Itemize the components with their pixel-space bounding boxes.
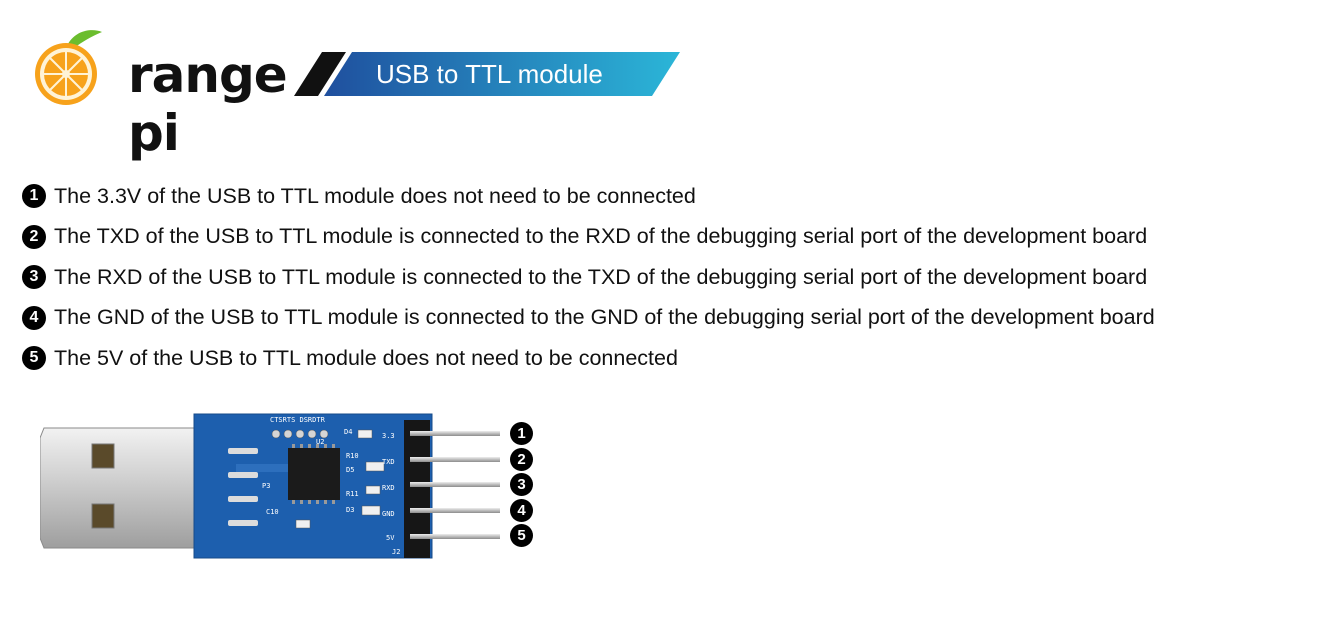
pin-callouts: 1 2 3 4 5	[510, 421, 533, 549]
number-badge: 3	[510, 473, 533, 497]
silkscreen-label: R10	[346, 452, 359, 460]
silkscreen-label: C10	[266, 508, 279, 516]
ic-chip	[288, 448, 340, 500]
number-badge: 4	[510, 498, 533, 522]
silkscreen-pin-label: 5V	[386, 534, 395, 542]
instruction-item: 1 The 3.3V of the USB to TTL module does…	[22, 176, 1155, 217]
instruction-text: The 3.3V of the USB to TTL module does n…	[54, 183, 696, 208]
title-banner	[294, 52, 680, 96]
pcb-board	[193, 413, 433, 559]
silkscreen-label: J2	[392, 548, 400, 556]
silkscreen-pin-label: 3.3	[382, 432, 395, 440]
banner-title: USB to TTL module	[376, 59, 603, 89]
header-pins	[410, 431, 500, 539]
instruction-text: The TXD of the USB to TTL module is conn…	[54, 224, 1148, 249]
silkscreen-label: D3	[346, 506, 354, 514]
number-badge: 5	[22, 346, 46, 371]
number-badge: 4	[22, 305, 46, 330]
pin-callout: 3	[510, 472, 533, 498]
pin-instructions: 1 The 3.3V of the USB to TTL module does…	[22, 176, 1155, 379]
instruction-item: 2 The TXD of the USB to TTL module is co…	[22, 217, 1155, 258]
instruction-item: 4 The GND of the USB to TTL module is co…	[22, 298, 1155, 339]
number-badge: 1	[510, 422, 533, 446]
silkscreen-label: R11	[346, 490, 359, 498]
usb-ttl-module-illustration: CTSRTS DSRDTR 3.3 TXD RXD GND 5V R10 R11…	[40, 413, 500, 559]
pin-callout: 1	[510, 421, 533, 447]
pin-callout: 4	[510, 498, 533, 524]
silkscreen-label: U2	[316, 438, 324, 446]
instruction-item: 5 The 5V of the USB to TTL module does n…	[22, 338, 1155, 379]
silkscreen-label: P3	[262, 482, 270, 490]
number-badge: 2	[22, 224, 46, 249]
silkscreen-label: CTSRTS DSRDTR	[270, 416, 326, 424]
instruction-item: 3 The RXD of the USB to TTL module is co…	[22, 257, 1155, 298]
instruction-text: The RXD of the USB to TTL module is conn…	[54, 264, 1148, 289]
number-badge: 5	[510, 524, 533, 548]
silkscreen-label: D4	[344, 428, 352, 436]
pin-callout: 2	[510, 447, 533, 473]
pin-callout: 5	[510, 523, 533, 549]
number-badge: 3	[22, 265, 46, 290]
instruction-text: The 5V of the USB to TTL module does not…	[54, 345, 678, 370]
logo-text: range pi	[128, 46, 288, 162]
silkscreen-pin-label: GND	[382, 510, 395, 518]
number-badge: 2	[510, 447, 533, 471]
silkscreen-pin-label: RXD	[382, 484, 395, 492]
silkscreen-pin-label: TXD	[382, 458, 395, 466]
orange-pi-logo: range pi	[30, 26, 288, 162]
silkscreen-label: D5	[346, 466, 354, 474]
usb-solder-pins	[228, 448, 258, 526]
instruction-text: The GND of the USB to TTL module is conn…	[54, 305, 1155, 330]
number-badge: 1	[22, 184, 46, 209]
orange-fruit-icon	[35, 30, 102, 105]
